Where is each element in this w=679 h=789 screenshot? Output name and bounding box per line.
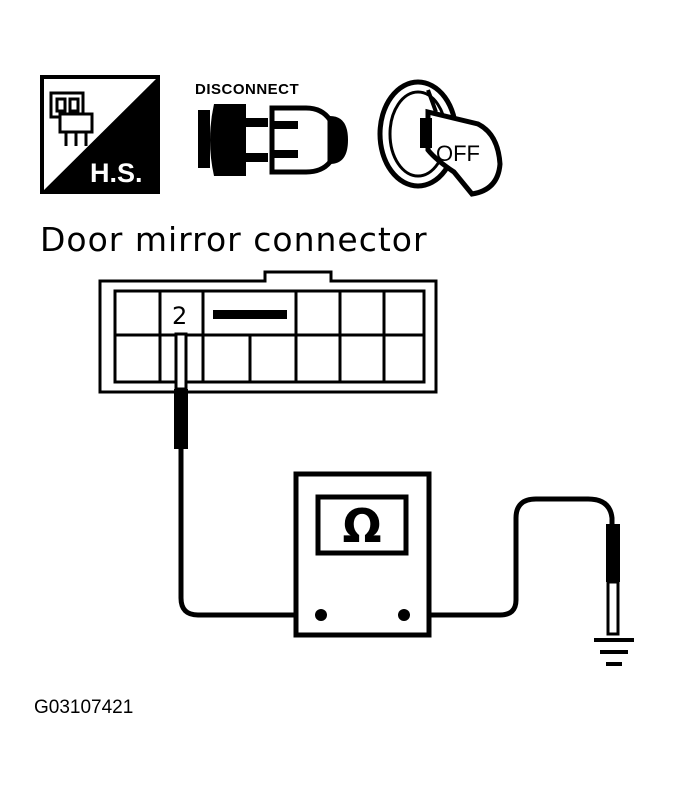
connector-keyway — [213, 310, 287, 319]
ohmmeter-terminal-right — [398, 609, 410, 621]
ohm-symbol: Ω — [342, 499, 381, 553]
probe-wire — [178, 449, 321, 618]
figure-code: G03107421 — [34, 697, 133, 718]
ignition-key-icon: OFF — [377, 79, 503, 197]
harness-side-icon: H.S. — [40, 75, 160, 194]
ohmmeter: Ω — [293, 471, 432, 638]
pin-2-label: 2 — [172, 302, 187, 330]
disconnect-label: DISCONNECT — [195, 81, 299, 98]
test-probe — [174, 332, 188, 449]
harness-side-label: H.S. — [90, 158, 143, 188]
ground-wire — [404, 496, 615, 618]
door-mirror-connector: 2 — [98, 270, 438, 394]
off-label: OFF — [436, 141, 480, 166]
connector-title: Door mirror connector — [40, 220, 428, 259]
disconnect-icon: DISCONNECT — [195, 81, 348, 176]
ohmmeter-terminal-left — [315, 609, 327, 621]
ground-probe — [606, 524, 620, 636]
ground-symbol-icon — [594, 638, 634, 666]
